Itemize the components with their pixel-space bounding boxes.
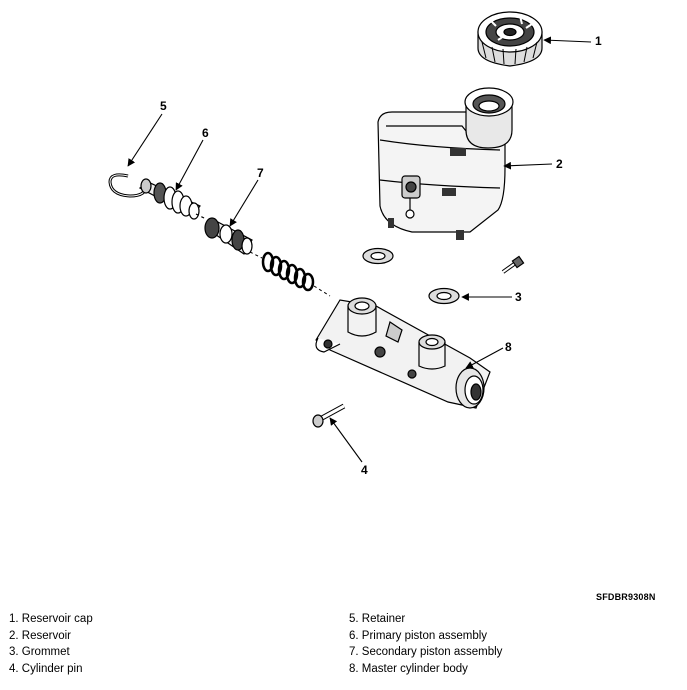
- legend-item: 1. Reservoir cap: [9, 613, 93, 625]
- legend-item: 4. Cylinder pin: [9, 662, 83, 675]
- legend-item: 3. Grommet: [9, 646, 70, 658]
- callout-8: 8: [505, 340, 512, 354]
- callout-1: 1: [595, 34, 602, 48]
- master-cylinder-body-illustration: [315, 297, 491, 409]
- grommet-illustration: [362, 247, 525, 305]
- legend-item: 8. Master cylinder body: [349, 662, 468, 675]
- legend-item: 5. Retainer: [349, 613, 406, 625]
- retainer-illustration: [108, 173, 148, 198]
- callout-2: 2: [556, 157, 563, 171]
- callout-4: 4: [361, 463, 368, 477]
- legend-item: 7. Secondary piston assembly: [349, 646, 503, 658]
- secondary-piston-illustration: [204, 217, 253, 255]
- legend-item: 2. Reservoir: [9, 629, 71, 642]
- reservoir-cap-illustration: [477, 11, 543, 67]
- cylinder-pin-illustration: [312, 403, 346, 428]
- legend-right: 5. Retainer 6. Primary piston assembly 7…: [349, 611, 502, 677]
- legend-left: 1. Reservoir cap 2. Reservoir 3. Grommet…: [9, 611, 93, 677]
- callout-6: 6: [202, 126, 209, 140]
- callout-7: 7: [257, 166, 264, 180]
- callout-5: 5: [160, 99, 167, 113]
- reservoir-illustration: [377, 87, 514, 240]
- figure-code: SFDBR9308N: [596, 592, 656, 602]
- primary-piston-illustration: [138, 178, 207, 220]
- callout-3: 3: [515, 290, 522, 304]
- legend-item: 6. Primary piston assembly: [349, 629, 488, 642]
- spring-illustration: [249, 251, 331, 297]
- leader-lines: [127, 36, 592, 463]
